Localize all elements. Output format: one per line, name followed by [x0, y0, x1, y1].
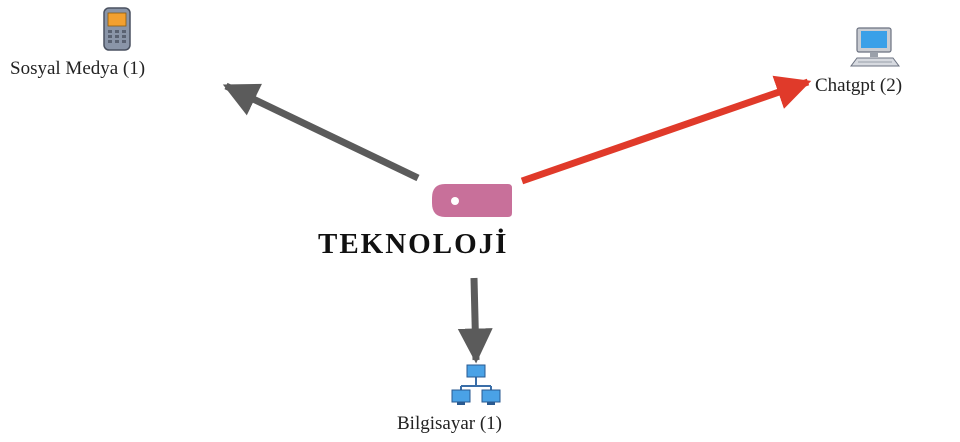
center-node-label[interactable]: TEKNOLOJİ: [318, 228, 509, 260]
edge-to-chatgpt: [520, 75, 812, 185]
tag-icon[interactable]: [432, 184, 512, 217]
desktop-computer-icon[interactable]: [850, 27, 900, 67]
node-label-sosyal-medya[interactable]: Sosyal Medya (1): [10, 58, 146, 79]
network-computers-icon[interactable]: [451, 364, 501, 405]
mobile-phone-icon[interactable]: [103, 7, 131, 51]
edge-to-sosyal-medya: [222, 82, 420, 182]
node-label-chatgpt[interactable]: Chatgpt (2): [815, 75, 903, 96]
node-label-bilgisayar[interactable]: Bilgisayar (1): [397, 413, 503, 434]
edge-to-bilgisayar: [457, 277, 493, 364]
